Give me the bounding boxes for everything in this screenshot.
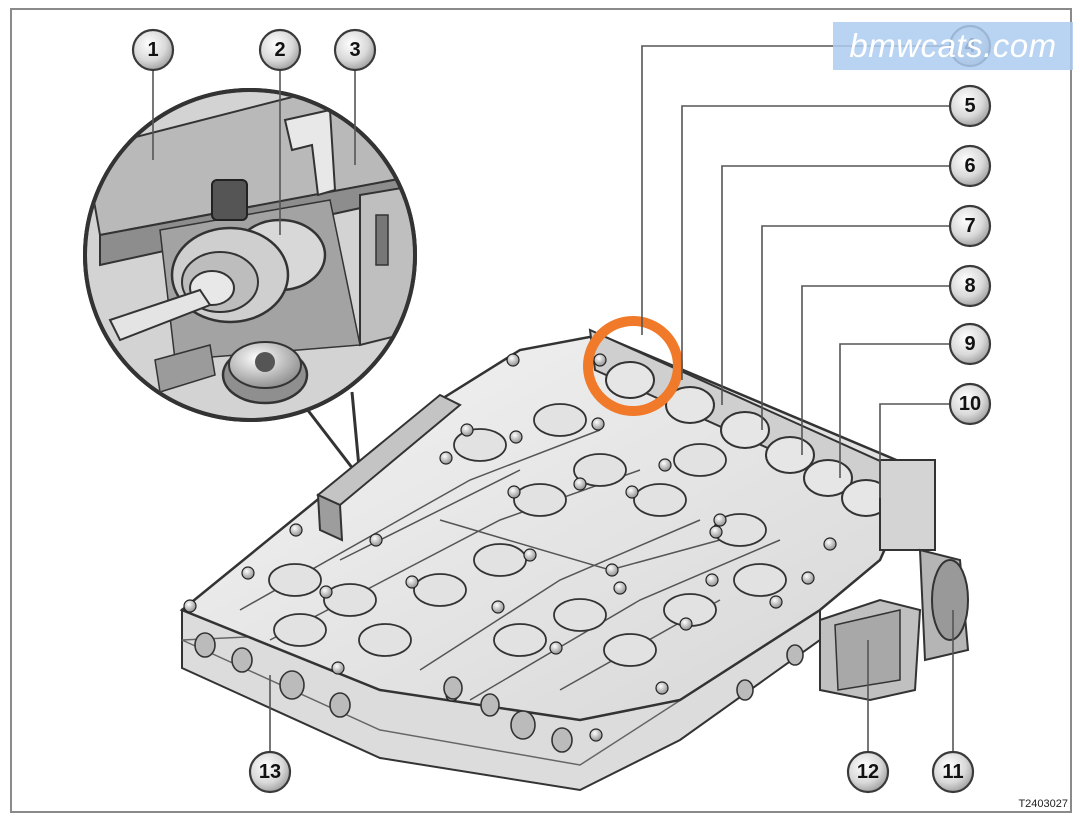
spool-valves [268, 403, 787, 667]
callout-5: 5 [948, 84, 992, 128]
callout-2: 2 [258, 28, 302, 72]
svg-text:13: 13 [259, 761, 281, 783]
svg-text:2: 2 [274, 39, 285, 61]
svg-text:7: 7 [964, 215, 975, 237]
callout-6: 6 [948, 144, 992, 188]
callout-13: 13 [248, 750, 292, 794]
svg-text:9: 9 [964, 333, 975, 355]
callout-9: 9 [948, 322, 992, 366]
watermark: bmwcats.com [833, 22, 1073, 70]
svg-text:6: 6 [964, 155, 975, 177]
svg-text:10: 10 [959, 393, 981, 415]
mounting-bolts [183, 353, 837, 742]
callout-7: 7 [948, 204, 992, 248]
svg-text:3: 3 [349, 39, 360, 61]
svg-text:11: 11 [942, 761, 963, 783]
figure-code: T2403027 [1018, 798, 1068, 810]
callout-1: 1 [131, 28, 175, 72]
detail-magnifier [83, 88, 417, 484]
callout-3: 3 [333, 28, 377, 72]
svg-text:5: 5 [964, 95, 975, 117]
callout-10: 10 [948, 382, 992, 426]
solenoid-row [588, 328, 936, 551]
callout-8: 8 [948, 264, 992, 308]
svg-text:12: 12 [857, 761, 879, 783]
callout-11: 11 [931, 750, 975, 794]
valve-body-assembly [179, 328, 970, 792]
svg-text:1: 1 [147, 39, 158, 61]
side-ports [194, 632, 804, 753]
callout-12: 12 [846, 750, 890, 794]
svg-text:8: 8 [964, 275, 975, 297]
highlight-ring [583, 316, 683, 416]
